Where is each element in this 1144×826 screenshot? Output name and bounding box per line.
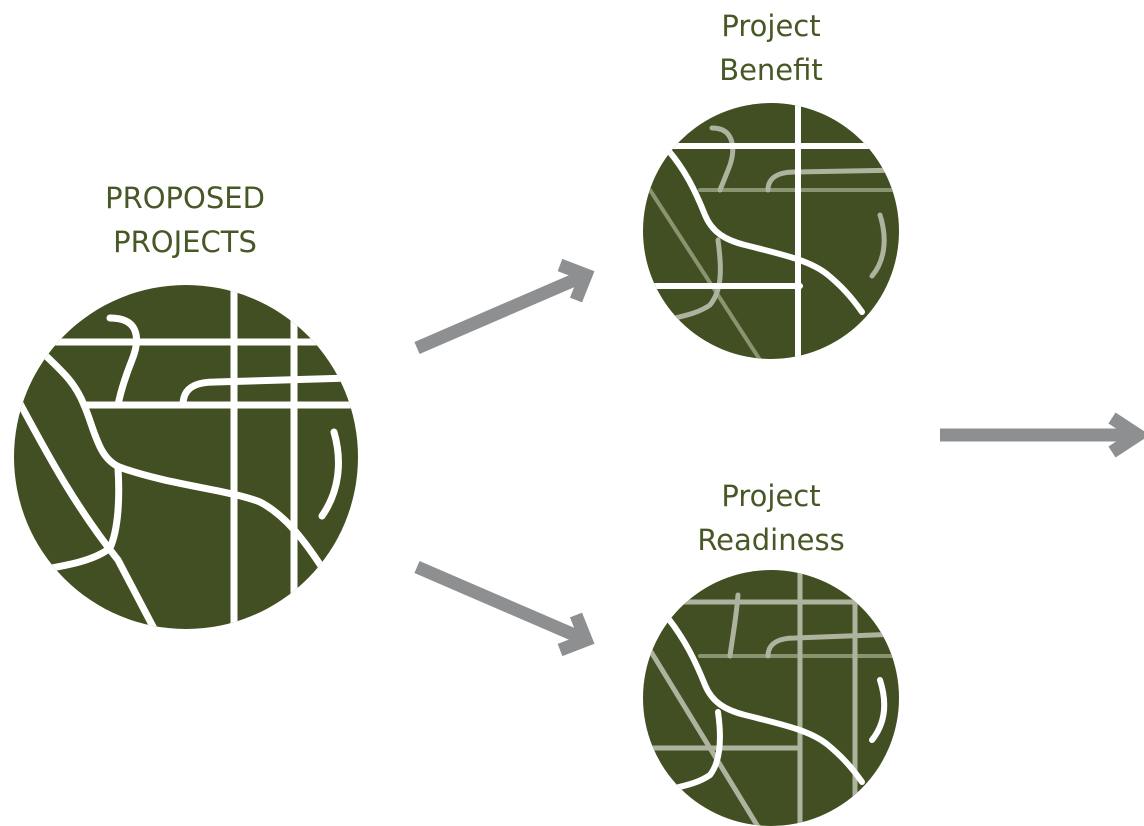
road	[765, 631, 899, 659]
road	[36, 464, 123, 574]
project-readiness-map-icon	[643, 570, 899, 826]
arrow-to-benefit-icon	[414, 258, 595, 354]
road	[647, 647, 763, 826]
road	[665, 147, 865, 315]
road	[709, 125, 736, 193]
road	[672, 237, 723, 321]
proposed-projects-map-icon	[14, 285, 358, 629]
label-line: PROPOSED	[105, 181, 265, 215]
road	[648, 188, 762, 359]
arrow-to-readiness-icon	[414, 561, 595, 657]
road	[318, 428, 342, 520]
arrow-right-icon	[940, 412, 1144, 458]
label-line: Benefit	[719, 53, 823, 87]
map-background	[643, 103, 899, 359]
road	[727, 592, 741, 659]
label-line: Project	[721, 479, 821, 513]
label-line: Project	[721, 9, 821, 43]
road	[672, 709, 723, 791]
road	[765, 167, 899, 193]
road	[179, 374, 354, 409]
road	[665, 615, 865, 785]
road	[869, 677, 888, 743]
road	[106, 314, 141, 409]
label-line: PROJECTS	[113, 225, 257, 259]
project-benefit-label: Project Benefit	[646, 4, 896, 92]
proposed-projects-label: PROPOSED PROJECTS	[60, 176, 310, 264]
road	[36, 346, 334, 584]
label-line: Readiness	[697, 523, 845, 557]
map-background	[14, 285, 358, 629]
project-benefit-map-icon	[643, 103, 899, 359]
road	[869, 212, 887, 279]
project-readiness-label: Project Readiness	[646, 474, 896, 562]
